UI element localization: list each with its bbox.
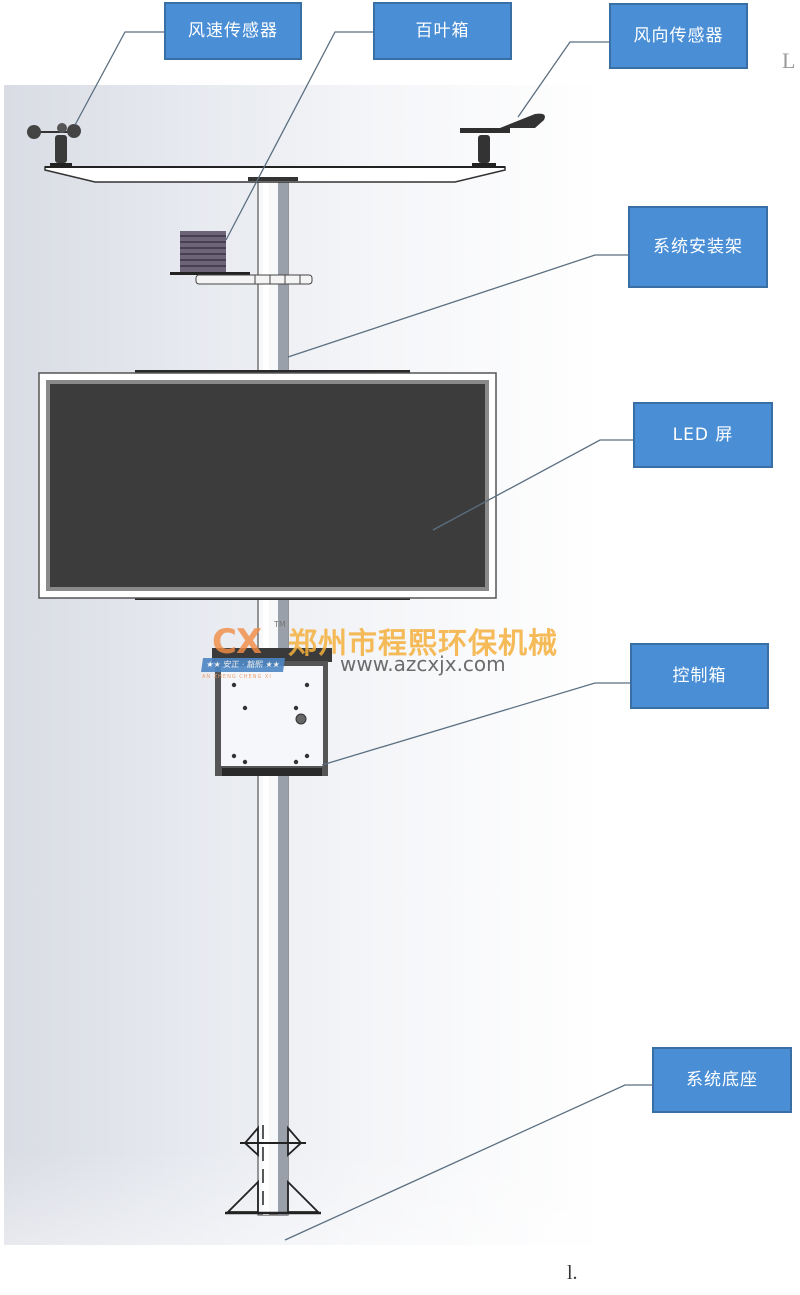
label-mounting-frame: 系统安装架 <box>628 206 768 288</box>
label-base: 系统底座 <box>652 1047 792 1113</box>
label-louver-box: 百叶箱 <box>373 2 512 60</box>
louver-box <box>170 231 313 285</box>
crossbar <box>44 166 506 183</box>
label-led-screen: LED 屏 <box>633 402 773 468</box>
watermark-ribbon: ★★ 安正 · 豁熙 ★★ <box>201 658 285 672</box>
label-mounting-frame-text: 系统安装架 <box>653 237 743 257</box>
label-control-box-text: 控制箱 <box>672 666 727 686</box>
watermark: CX TM ★★ 安正 · 豁熙 ★★ AN ZHENG CHENG XI 郑州… <box>200 618 600 680</box>
wind-direction-sensor <box>460 113 545 167</box>
stray-mark-bottom: l. <box>567 1262 578 1284</box>
wind-speed-sensor <box>27 123 81 167</box>
watermark-pinyin: AN ZHENG CHENG XI <box>202 674 272 680</box>
leader-line-control-box <box>321 682 630 766</box>
label-base-text: 系统底座 <box>686 1070 758 1090</box>
control-box <box>212 648 332 776</box>
label-control-box: 控制箱 <box>630 643 769 709</box>
leader-line-mounting-frame <box>287 254 628 358</box>
leader-line-wind-speed <box>74 31 164 126</box>
leader-line-louver-box <box>225 31 373 241</box>
watermark-trademark: TM <box>274 620 286 629</box>
leader-line-led-screen <box>432 439 633 531</box>
background-fade <box>4 1150 604 1250</box>
stray-mark-top: L <box>782 48 796 73</box>
leader-line-wind-direction <box>517 41 610 118</box>
label-louver-box-text: 百叶箱 <box>415 21 470 41</box>
label-wind-speed-sensor: 风速传感器 <box>164 2 302 60</box>
label-led-screen-text: LED 屏 <box>672 425 734 445</box>
watermark-url: www.azcxjx.com <box>340 652 506 676</box>
label-wind-direction-sensor: 风向传感器 <box>609 3 748 69</box>
leader-line-base <box>284 1084 652 1241</box>
pole-base <box>225 1125 321 1215</box>
label-wind-direction-sensor-text: 风向传感器 <box>633 26 724 46</box>
led-screen <box>38 370 497 600</box>
label-wind-speed-sensor-text: 风速传感器 <box>188 21 278 41</box>
watermark-logo: CX <box>212 622 262 662</box>
watermark-company: 郑州市程熙环保机械 <box>288 626 559 660</box>
